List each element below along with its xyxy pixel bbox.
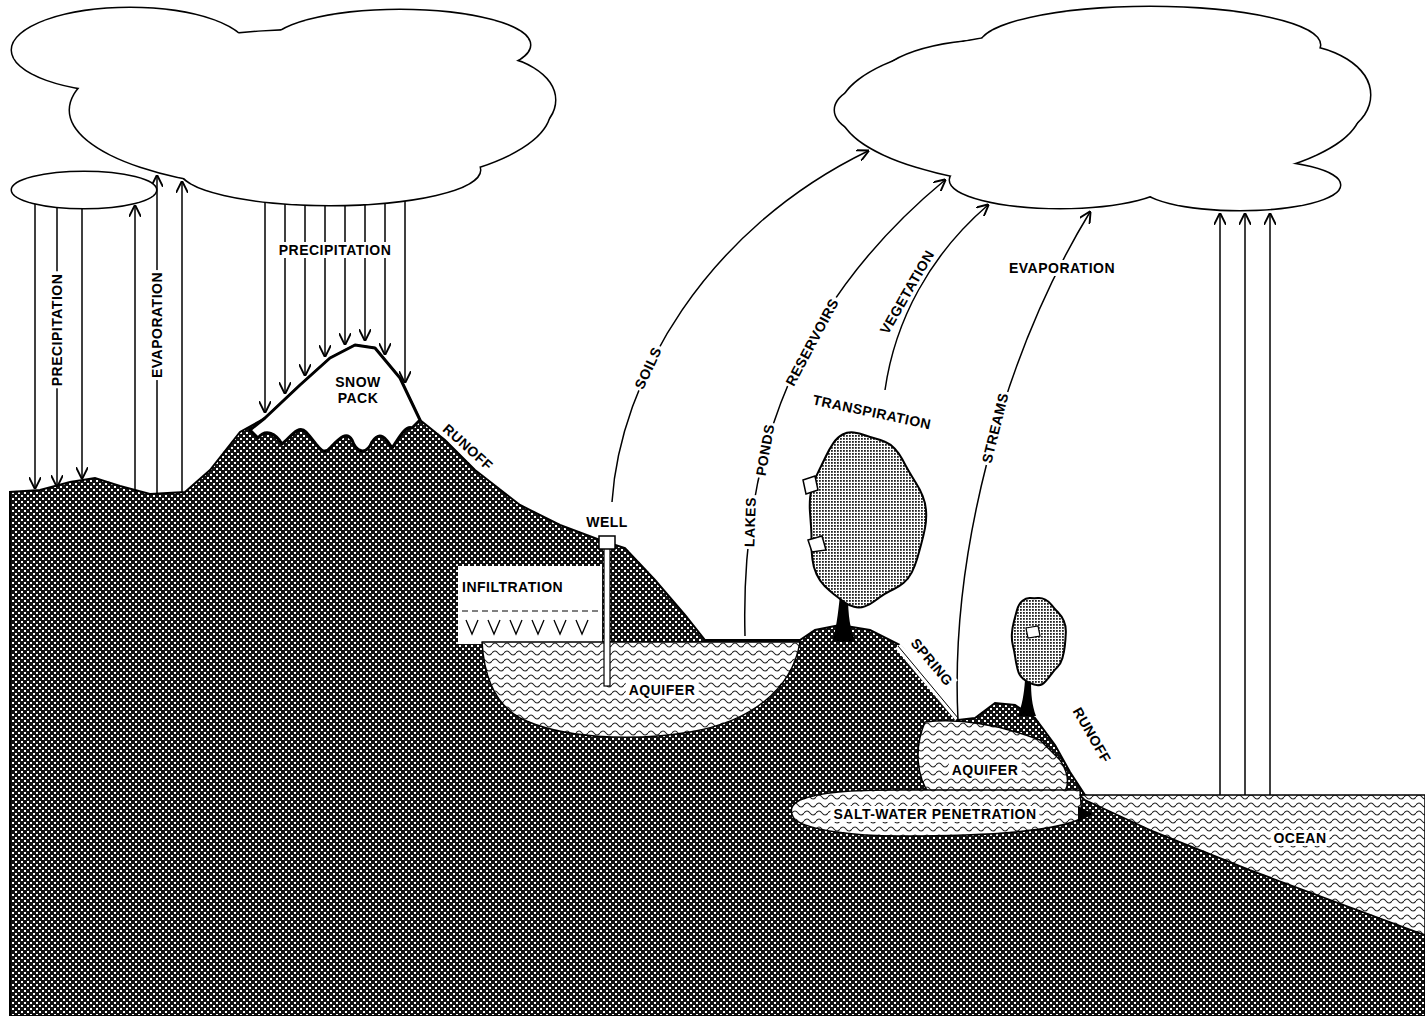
aquifer-shape: [912, 714, 1082, 800]
cloud-outline: [1140, 160, 1340, 210]
infiltration-arrow: [488, 620, 500, 634]
ocean: OCEAN: [1075, 790, 1425, 936]
infiltration-arrow: [532, 620, 544, 634]
snow-pack-outline: [250, 345, 420, 451]
evaporation-curve: [612, 151, 868, 502]
precipitation-arrow: [264, 196, 266, 412]
aquifer: AQUIFER: [478, 636, 808, 746]
flow-label: EVAPORATION: [149, 270, 165, 380]
precipitation-arrow: [384, 196, 386, 354]
cloud-fill: [405, 55, 555, 145]
tree-trunk: [1018, 680, 1036, 716]
salt-water-lens-outline: [791, 790, 1082, 836]
flow-label: EVAPORATION: [1007, 260, 1117, 276]
evaporation-arrow: [181, 182, 183, 492]
salt-water-lens-ground: [791, 790, 1082, 836]
flow-label: LAKES: [741, 495, 759, 549]
infiltration-zone: [458, 566, 602, 644]
salt-water-arrowhead: [1078, 806, 1093, 822]
aquifer-outline: [918, 721, 1067, 795]
evaporation-arrow: [1219, 214, 1221, 795]
flow-label: PRECIPITATION: [49, 272, 65, 389]
cloud-outline: [12, 8, 248, 92]
tree-canopy: [1012, 598, 1066, 685]
precipitation-arrow: [34, 198, 36, 488]
ocean-outline: [1080, 795, 1425, 935]
flow-label: WELL: [584, 514, 630, 530]
node-text: AQUIFER: [949, 762, 1022, 778]
node-text: SALT-WATER PENETRATION: [830, 806, 1039, 822]
aquifer: AQUIFER: [912, 714, 1082, 800]
flow-label: SOILS: [630, 343, 665, 394]
flow-label: RESERVOIRS: [781, 294, 842, 390]
node-text: SNOW PACK: [328, 374, 388, 406]
snow-pack-ground: [250, 345, 420, 451]
infiltration-arrow: [466, 620, 478, 634]
infiltration-arrow: [510, 620, 522, 634]
cloud-fill: [1140, 160, 1340, 210]
infiltration-box: INFILTRATION: [462, 574, 580, 601]
ground-cross-section: [10, 345, 1425, 1016]
precipitation-arrow: [284, 196, 286, 393]
tree-leaf-mark: [803, 476, 826, 552]
flow-label: PONDS: [752, 421, 778, 479]
salt-water-lens: SALT-WATER PENETRATION: [785, 786, 1090, 840]
well-pipe: [604, 548, 610, 686]
precipitation-arrow: [81, 200, 83, 478]
flow-label: VEGETATION: [876, 246, 939, 339]
evaporation-curve: [957, 212, 1090, 720]
flow-label: PRECIPITATION: [277, 242, 394, 258]
aquifer-outline: [482, 642, 800, 737]
snow-pack-shape: [245, 340, 425, 455]
flow-label: TRANSPIRATION: [809, 391, 934, 433]
flow-label: SPRING: [906, 634, 957, 691]
cloud-outline: [1210, 45, 1370, 145]
node-text: OCEAN: [1270, 830, 1329, 846]
flow-label: RUNOFF: [438, 419, 497, 475]
cloud-fill: [950, 152, 1170, 208]
cloud-outline: [180, 135, 480, 205]
node-text: INFILTRATION: [462, 579, 563, 595]
infiltration-dash: [462, 611, 598, 612]
snow-pack: SNOW PACK: [245, 340, 425, 455]
node-text: AQUIFER: [626, 682, 699, 698]
infiltration-arrow: [554, 620, 566, 634]
tree-canopy: [810, 432, 926, 607]
precipitation-arrow: [344, 196, 346, 344]
right-cloud: [835, 7, 1370, 210]
aquifer-ground: [918, 721, 1067, 795]
ocean-ground: [1080, 795, 1425, 935]
precipitation-arrow: [324, 196, 326, 356]
cloud-outline: [950, 152, 1170, 208]
evaporation-arrow: [1244, 214, 1246, 795]
evaporation-arrow: [134, 206, 136, 492]
cloud-fill: [1210, 45, 1370, 145]
aquifer-ground: [482, 642, 800, 737]
ocean-shape: [1075, 790, 1425, 936]
cloud-outline: [835, 80, 965, 140]
cloud-fill: [180, 135, 480, 205]
cloud-fill: [12, 172, 156, 208]
left-cloud: [12, 8, 555, 208]
evaporation-curve: [745, 180, 945, 636]
tree-leaf-mark: [1026, 626, 1040, 638]
flow-label: STREAMS: [978, 389, 1012, 467]
cloud-outline: [405, 55, 555, 145]
precipitation-arrow: [364, 196, 366, 340]
cloud-outline: [12, 172, 156, 208]
evaporation-arrow: [1269, 214, 1271, 795]
cloud-fill: [12, 8, 248, 92]
cloud-fill: [835, 80, 965, 140]
flow-label: RUNOFF: [1069, 703, 1116, 768]
precipitation-arrow: [304, 196, 306, 375]
infiltration-arrow: [576, 620, 588, 634]
precipitation-arrow: [404, 196, 406, 382]
well-head: [599, 536, 615, 549]
